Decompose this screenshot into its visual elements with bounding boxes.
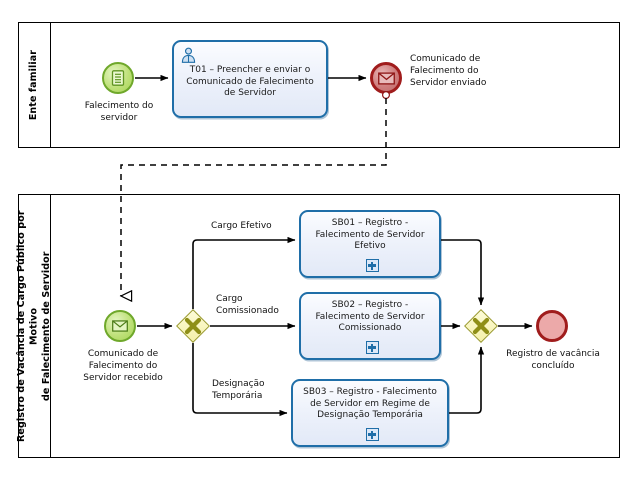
- subprocess-sb02-falecimento-servidor-comissionado[interactable]: SB02 – Registro - Falecimento de Servido…: [299, 292, 441, 360]
- pool-registro-vacancia-header: Registro de Vacância de Cargo Público po…: [15, 195, 52, 457]
- gateway-split-tipo-de-cargo[interactable]: [176, 309, 210, 343]
- collapsed-subprocess-plus-icon[interactable]: [365, 259, 379, 272]
- end-event-comunicado-enviado-label: Comunicado de Falecimento do Servidor en…: [410, 54, 487, 89]
- subprocess-sb03-falecimento-servidor-designacao-temporaria[interactable]: SB03 – Registro - Falecimento de Servido…: [291, 379, 449, 447]
- flow-label-designacao-temporaria: Designação Temporária: [212, 379, 265, 402]
- collapsed-subprocess-plus-icon[interactable]: [365, 341, 379, 354]
- subprocess-sb01-label: SB01 – Registro - Falecimento de Servido…: [315, 218, 425, 252]
- collapsed-subprocess-plus-icon[interactable]: [365, 428, 379, 441]
- pool-registro-vacancia-title: Registro de Vacância de Cargo Público po…: [15, 210, 52, 442]
- subprocess-sb03-label: SB03 – Registro - Falecimento de Servido…: [303, 387, 437, 421]
- rule-document-icon: [111, 70, 125, 86]
- flow-label-cargo-comissionado: Cargo Comissionado: [216, 294, 279, 317]
- exclusive-gateway-x-icon: [472, 317, 490, 335]
- pool-ente-familiar-title: Ente familiar: [28, 49, 40, 121]
- end-event-registro-vacancia-label: Registro de vacância concluído: [506, 349, 600, 372]
- task-t01-preencher-enviar-comunicado[interactable]: T01 – Preencher e enviar o Comunicado de…: [172, 40, 328, 118]
- flow-label-cargo-efetivo: Cargo Efetivo: [211, 221, 272, 231]
- exclusive-gateway-x-icon: [184, 317, 202, 335]
- end-event-comunicado-enviado[interactable]: [370, 62, 402, 94]
- message-envelope-icon: [112, 320, 128, 332]
- message-envelope-icon: [377, 71, 395, 85]
- pool-ente-familiar-header: Ente familiar: [19, 23, 51, 147]
- subprocess-sb01-falecimento-servidor-efetivo[interactable]: SB01 – Registro - Falecimento de Servido…: [299, 210, 441, 278]
- start-event-comunicado-recebido-label: Comunicado de Falecimento do Servidor re…: [83, 349, 163, 384]
- gateway-merge-registro-vacancia[interactable]: [464, 309, 498, 343]
- subprocess-sb02-label: SB02 – Registro - Falecimento de Servido…: [315, 300, 425, 334]
- start-event-falecimento-do-servidor[interactable]: [102, 62, 134, 94]
- task-t01-label: T01 – Preencher e enviar o Comunicado de…: [186, 65, 314, 99]
- start-event-falecimento-label: Falecimento do servidor: [84, 101, 154, 124]
- end-event-registro-vacancia-concluido[interactable]: [536, 310, 568, 342]
- start-event-comunicado-recebido[interactable]: [104, 310, 136, 342]
- pool-ente-familiar-body: [51, 23, 619, 147]
- user-task-icon: [181, 47, 196, 63]
